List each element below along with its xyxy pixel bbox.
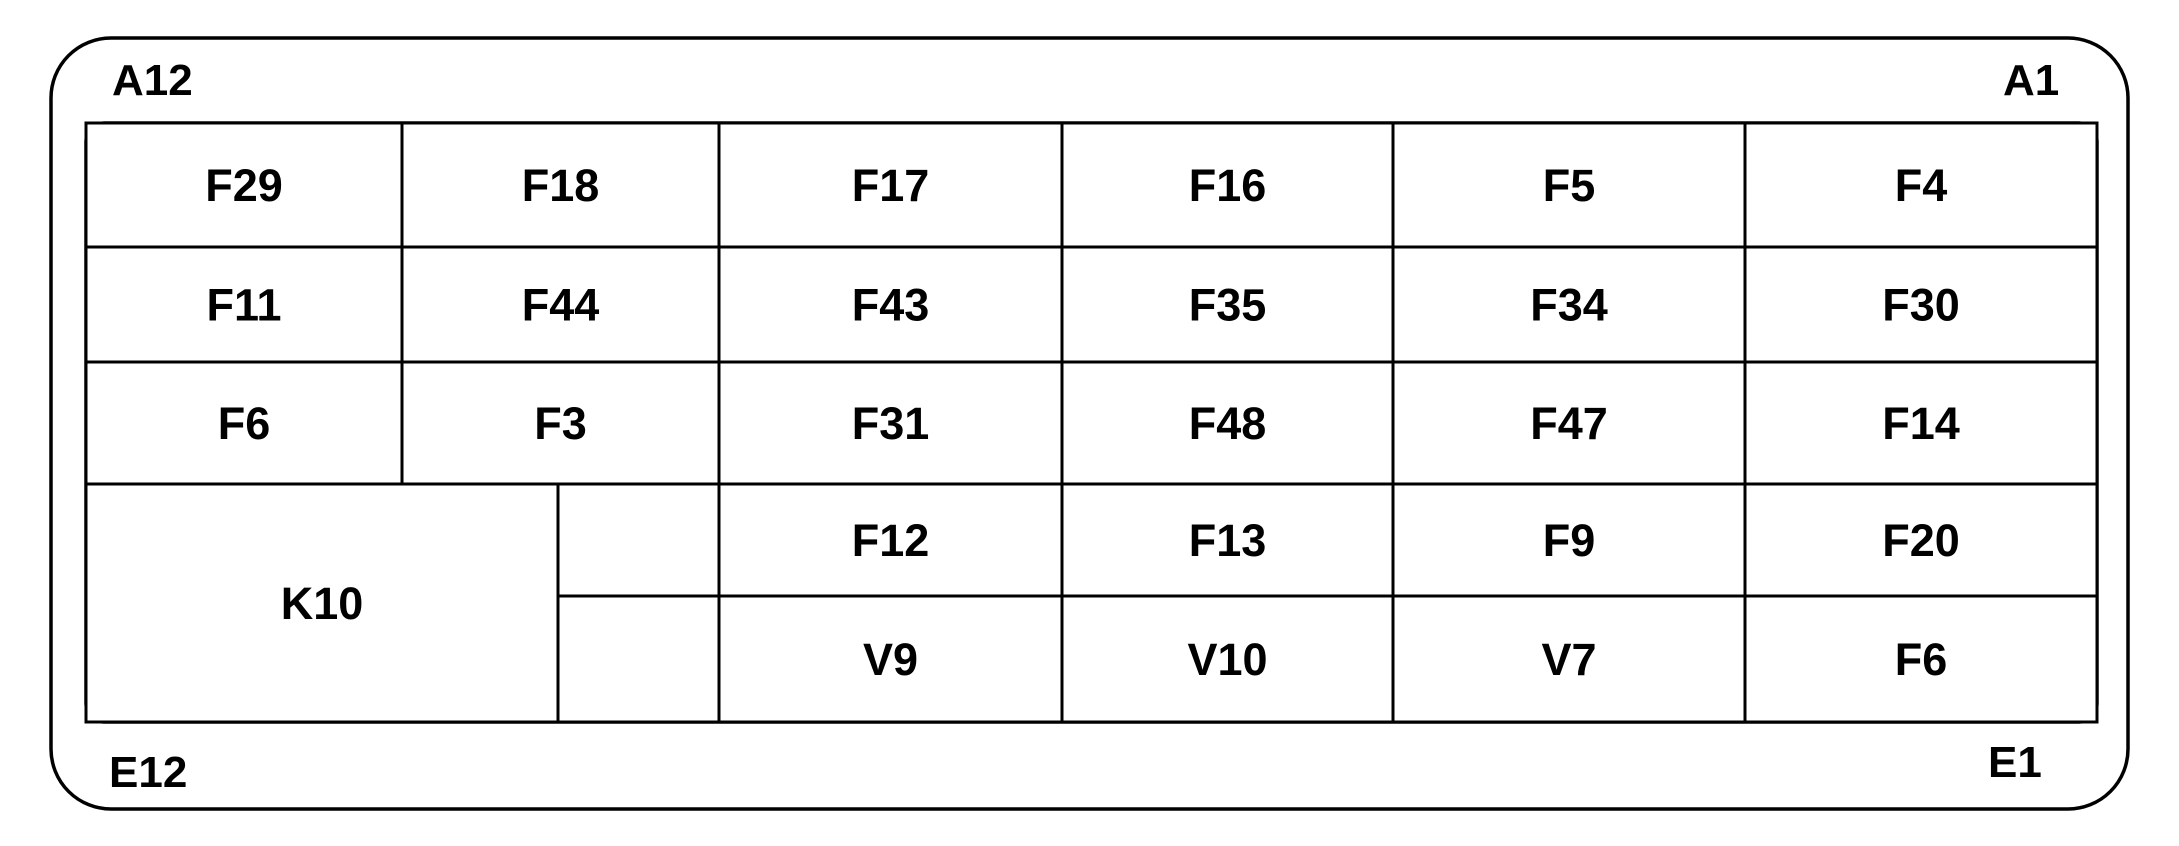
fuse-f34-r2c5-label: F34 — [1530, 280, 1608, 331]
fuse-f9-r4c5-label: F9 — [1543, 515, 1596, 566]
fuse-f6-r3c1-label: F6 — [218, 398, 271, 449]
fuse-f11-r2c1: F11 — [84, 245, 404, 364]
fuse-v7-r5c5: V7 — [1391, 594, 1747, 724]
fuse-v10-r5c4-box — [1060, 594, 1395, 724]
fuse-f14-r3c6-label: F14 — [1882, 398, 1960, 449]
fuse-f17-r1c3-box — [717, 121, 1064, 249]
fuse-f20-r4c6-box — [1743, 482, 2099, 598]
fuse-f44-r2c2-label: F44 — [522, 280, 600, 331]
fuse-f31-r3c3-box — [717, 360, 1064, 486]
fuse-f16-r1c4: F16 — [1060, 121, 1395, 249]
fuse-f5-r1c5-label: F5 — [1543, 160, 1596, 211]
relay-k10-label: K10 — [281, 578, 364, 629]
fuse-f14-r3c6: F14 — [1743, 360, 2099, 486]
fuse-f47-r3c5-box — [1391, 360, 1747, 486]
fuse-f44-r2c2: F44 — [400, 245, 721, 364]
empty-slot-lower-box — [556, 594, 721, 724]
fuse-f17-r1c3: F17 — [717, 121, 1064, 249]
relay-k10-box — [84, 482, 560, 724]
fuse-f20-r4c6-label: F20 — [1882, 515, 1960, 566]
fuse-v9-r5c3-box — [717, 594, 1064, 724]
fuse-f47-r3c5-label: F47 — [1530, 398, 1608, 449]
fuse-f48-r3c4-label: F48 — [1189, 398, 1267, 449]
fuse-f47-r3c5: F47 — [1391, 360, 1747, 486]
fuse-f11-r2c1-box — [84, 245, 404, 364]
fuse-f6-r5c6: F6 — [1743, 594, 2099, 724]
fuse-f31-r3c3: F31 — [717, 360, 1064, 486]
fuse-f3-r3c2: F3 — [400, 360, 721, 486]
empty-slot-lower — [556, 594, 721, 724]
fuse-v10-r5c4: V10 — [1060, 594, 1395, 724]
fuse-v10-r5c4-label: V10 — [1187, 634, 1267, 685]
fuse-v7-r5c5-label: V7 — [1541, 634, 1596, 685]
fuse-f11-r2c1-label: F11 — [206, 280, 281, 331]
fuse-f4-r1c6-box — [1743, 121, 2099, 249]
fuse-f18-r1c2: F18 — [400, 121, 721, 249]
fuse-f29-r1c1: F29 — [84, 121, 404, 249]
fuse-f48-r3c4: F48 — [1060, 360, 1395, 486]
fuse-f20-r4c6: F20 — [1743, 482, 2099, 598]
outer-housing — [49, 36, 2130, 811]
fuse-f6-r5c6-box — [1743, 594, 2099, 724]
fuse-f12-r4c3: F12 — [717, 482, 1064, 598]
fuse-f43-r2c3-label: F43 — [852, 280, 930, 331]
fuse-f31-r3c3-label: F31 — [852, 398, 930, 449]
fuse-f35-r2c4-label: F35 — [1189, 280, 1267, 331]
fuse-f35-r2c4: F35 — [1060, 245, 1395, 364]
corner-label-bottom-left: E12 — [109, 748, 187, 797]
fuse-f30-r2c6-box — [1743, 245, 2099, 364]
fuse-f13-r4c4-box — [1060, 482, 1395, 598]
fuse-f29-r1c1-box — [84, 121, 404, 249]
corner-label-top-right: A1 — [2003, 56, 2059, 105]
fuse-v7-r5c5-box — [1391, 594, 1747, 724]
fuse-f6-r3c1-box — [84, 360, 404, 486]
fuse-f16-r1c4-box — [1060, 121, 1395, 249]
fuse-f3-r3c2-box — [400, 360, 721, 486]
fuse-f12-r4c3-label: F12 — [852, 515, 930, 566]
fuse-f14-r3c6-box — [1743, 360, 2099, 486]
fuse-f13-r4c4-label: F13 — [1189, 515, 1267, 566]
relay-k10: K10 — [84, 482, 560, 724]
fuse-f3-r3c2-label: F3 — [534, 398, 587, 449]
fuse-f17-r1c3-label: F17 — [852, 160, 930, 211]
corner-label-top-left: A12 — [112, 56, 193, 105]
fuse-f48-r3c4-box — [1060, 360, 1395, 486]
fuse-f6-r3c1: F6 — [84, 360, 404, 486]
empty-slot-upper-box — [556, 482, 721, 598]
empty-slot-upper — [556, 482, 721, 598]
fuse-f43-r2c3: F43 — [717, 245, 1064, 364]
fuse-f30-r2c6: F30 — [1743, 245, 2099, 364]
fuse-v9-r5c3-label: V9 — [863, 634, 918, 685]
fuse-f5-r1c5-box — [1391, 121, 1747, 249]
fuse-f5-r1c5: F5 — [1391, 121, 1747, 249]
corner-label-bottom-right: E1 — [1988, 738, 2042, 787]
fuse-f4-r1c6: F4 — [1743, 121, 2099, 249]
fuse-f30-r2c6-label: F30 — [1882, 280, 1960, 331]
fuse-f34-r2c5: F34 — [1391, 245, 1747, 364]
fuse-v9-r5c3: V9 — [717, 594, 1064, 724]
fuse-f18-r1c2-label: F18 — [522, 160, 600, 211]
fuse-f29-r1c1-label: F29 — [205, 160, 283, 211]
fuse-f9-r4c5: F9 — [1391, 482, 1747, 598]
fuse-f6-r5c6-label: F6 — [1895, 634, 1948, 685]
fuse-f13-r4c4: F13 — [1060, 482, 1395, 598]
fuse-f4-r1c6-label: F4 — [1895, 160, 1948, 211]
fuse-f16-r1c4-label: F16 — [1189, 160, 1267, 211]
